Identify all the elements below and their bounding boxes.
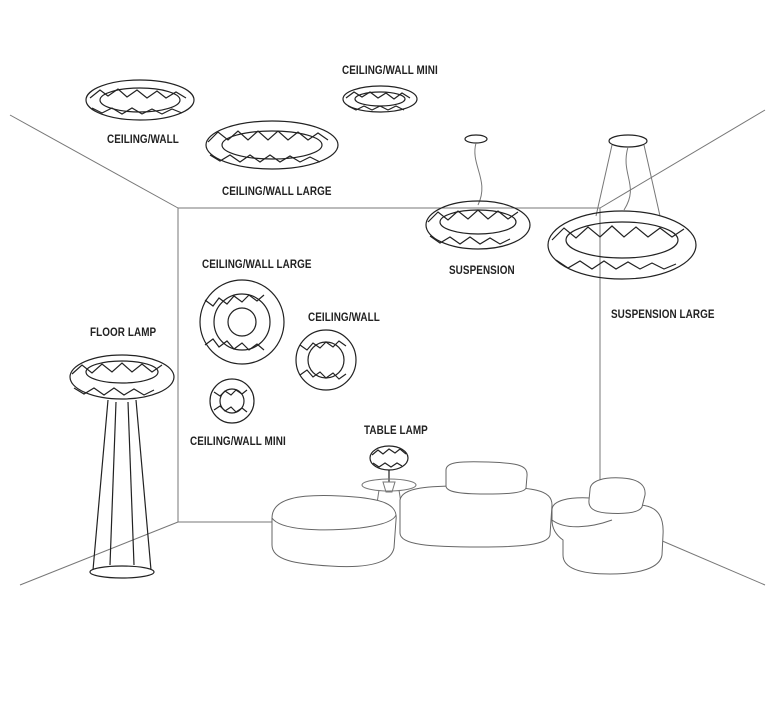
label-suspension-large: SUSPENSION LARGE <box>611 309 715 321</box>
label-ceiling-wall-large: CEILING/WALL LARGE <box>222 186 332 198</box>
sofa-group <box>271 461 664 575</box>
ceiling-wall-lamp <box>85 79 195 121</box>
wall-lamp <box>295 329 357 391</box>
label-wall-mini: CEILING/WALL MINI <box>190 436 286 448</box>
floor-lamp <box>69 354 175 579</box>
ceiling-wall-large-lamp <box>205 120 339 170</box>
suspension-large-lamp <box>547 134 697 280</box>
label-wall-large: CEILING/WALL LARGE <box>202 259 312 271</box>
label-ceiling-wall: CEILING/WALL <box>107 134 179 146</box>
room-lines <box>9 109 766 586</box>
suspension-lamp <box>425 134 531 250</box>
wall-large-lamp <box>199 279 285 365</box>
label-suspension: SUSPENSION <box>449 265 515 277</box>
table-lamp <box>369 445 409 493</box>
label-floor-lamp: FLOOR LAMP <box>90 327 157 339</box>
label-wall: CEILING/WALL <box>308 312 380 324</box>
label-table-lamp: TABLE LAMP <box>364 425 428 437</box>
wall-mini-lamp <box>209 378 255 424</box>
ceiling-wall-mini-lamp <box>342 85 418 113</box>
label-ceiling-wall-mini: CEILING/WALL MINI <box>342 65 438 77</box>
